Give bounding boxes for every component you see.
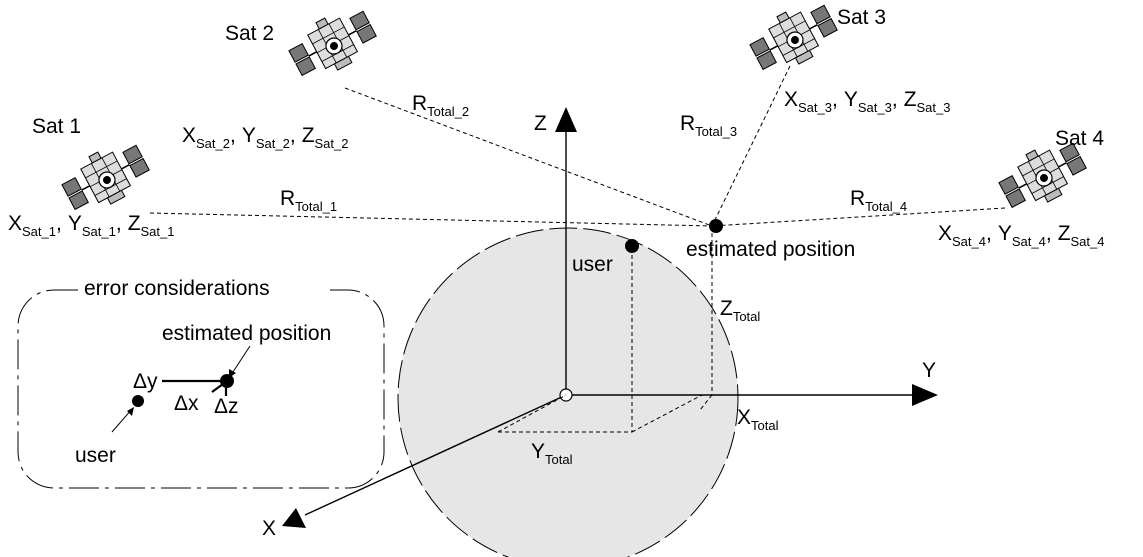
z-axis-arrow: [555, 107, 577, 132]
range-line-sat-1: [149, 212, 713, 227]
error-user-pointer: [111, 408, 133, 433]
sat-1-label: Sat 1: [32, 115, 81, 138]
satellite-2-icon: [282, 0, 383, 87]
z-axis-label: Z: [534, 112, 547, 135]
sat-3-label: Sat 3: [837, 6, 886, 29]
satellite-1-icon: [55, 133, 156, 221]
user-point: [625, 239, 639, 253]
error-dy-label: Δy: [133, 370, 158, 393]
estimate-x-projection: [699, 394, 713, 411]
x-total-label: XTotal: [737, 406, 779, 433]
range-label-4: RTotal_4: [850, 187, 907, 214]
sat-4-coordinates: XSat_4,YSat_4,ZSat_4: [938, 222, 1105, 249]
error-estimated-position-label: estimated position: [162, 322, 331, 345]
estimated-position-point: [709, 219, 723, 233]
error-estimated-point: [220, 374, 234, 388]
range-label-1: RTotal_1: [280, 187, 337, 214]
range-line-sat-4: [711, 207, 1006, 227]
user-label: user: [572, 253, 613, 276]
y-total-label: YTotal: [531, 440, 573, 467]
error-considerations-box: [17, 289, 385, 489]
error-considerations-title: error considerations: [84, 277, 270, 300]
sat-2-coordinates: XSat_2,YSat_2,ZSat_2: [182, 124, 349, 151]
sat-4-label: Sat 4: [1055, 127, 1104, 150]
sat-2-label: Sat 2: [225, 22, 274, 45]
x-axis-arrow: [282, 508, 306, 528]
range-label-2: RTotal_2: [412, 92, 469, 119]
estimated-position-label: estimated position: [686, 238, 855, 261]
error-estimated-pointer: [230, 345, 251, 376]
y-axis-label: Y: [922, 359, 936, 382]
error-dx-line: [211, 383, 224, 393]
satellite-3-icon: [743, 0, 844, 81]
x-axis-label: X: [262, 517, 276, 540]
error-user-label: user: [75, 444, 116, 467]
range-line-sat-3: [711, 65, 791, 227]
user-x-projection-left: [497, 394, 567, 433]
range-label-3: RTotal_3: [680, 112, 737, 139]
error-dx-label: Δx: [174, 392, 199, 415]
z-total-label: ZTotal: [720, 297, 760, 324]
range-line-sat-2: [344, 87, 713, 227]
sat-1-coordinates: XSat_1,YSat_1,ZSat_1: [8, 212, 175, 239]
x-axis: [304, 394, 567, 516]
error-user-point: [132, 395, 144, 407]
sat-3-coordinates: XSat_3,YSat_3,ZSat_3: [784, 88, 951, 115]
user-x-projection-right: [631, 394, 703, 433]
error-dz-label: Δz: [214, 395, 239, 418]
y-axis-arrow: [912, 384, 938, 406]
